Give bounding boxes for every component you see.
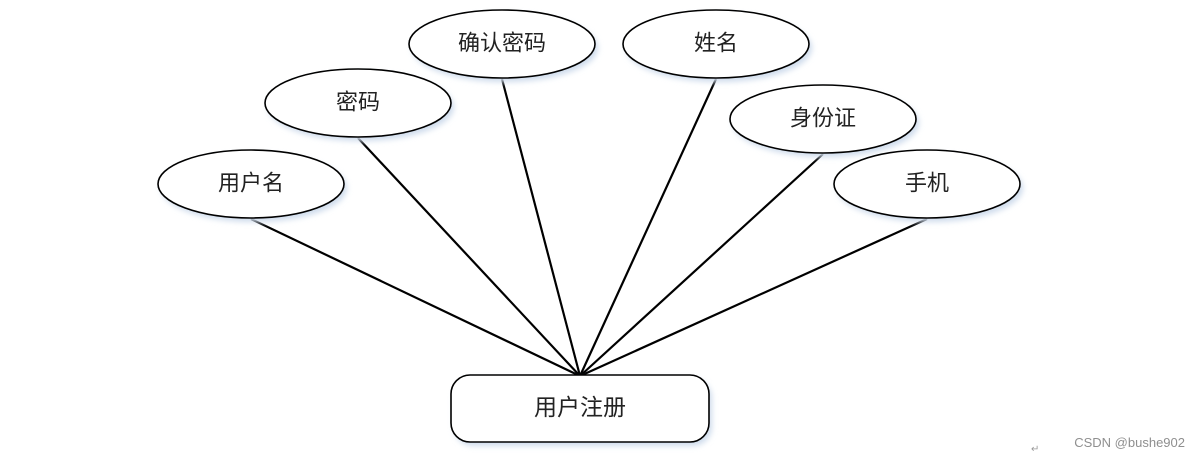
watermark: CSDN @bushe902 xyxy=(1074,435,1185,450)
connector-confirm-password xyxy=(500,78,582,377)
connector-phone xyxy=(579,217,928,378)
connector-username xyxy=(250,218,581,377)
attribute-password: 密码 xyxy=(264,68,454,141)
connector-id-card xyxy=(579,153,824,377)
attribute-label: 确认密码 xyxy=(458,32,546,57)
attribute-phone: 手机 xyxy=(833,149,1023,222)
attribute-label: 手机 xyxy=(905,172,949,197)
attribute-name: 姓名 xyxy=(622,9,812,82)
entity-user-registration: 用户注册 xyxy=(450,374,712,446)
attribute-label: 用户名 xyxy=(218,172,284,197)
attribute-id-card: 身份证 xyxy=(729,84,919,157)
attribute-label: 身份证 xyxy=(790,107,856,132)
connector-password xyxy=(357,137,581,377)
attribute-confirm-password: 确认密码 xyxy=(408,9,598,82)
connector-name xyxy=(578,78,718,377)
attribute-label: 姓名 xyxy=(694,32,738,57)
entity-label: 用户注册 xyxy=(534,395,626,421)
paragraph-mark: ↵ xyxy=(1031,444,1040,455)
attribute-username: 用户名 xyxy=(157,149,347,222)
connector-lines xyxy=(250,78,928,378)
attribute-label: 密码 xyxy=(336,91,380,116)
